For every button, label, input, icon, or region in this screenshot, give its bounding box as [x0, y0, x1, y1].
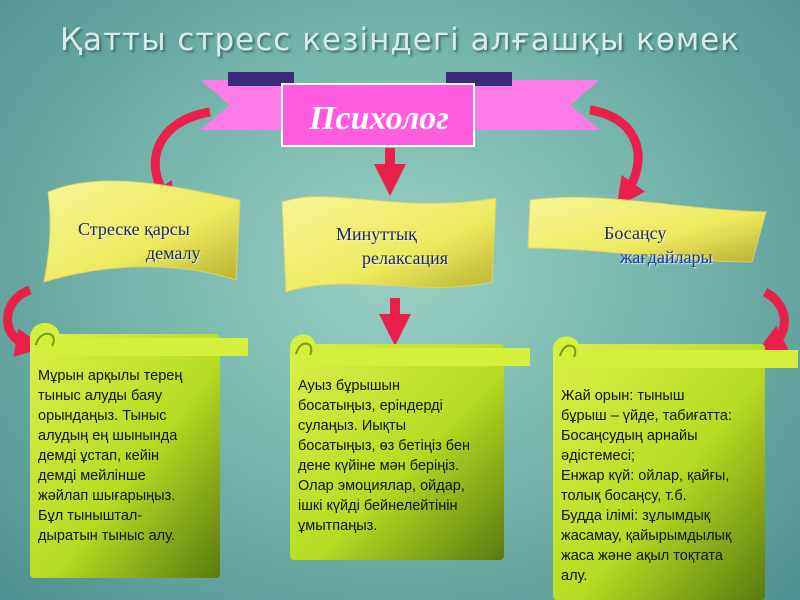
scroll-line: әдістемесі;	[561, 448, 636, 464]
flag-left-shape	[43, 180, 241, 283]
scroll-line: алудың ең шынында	[38, 428, 178, 444]
arrow-to-left-scroll	[3, 285, 45, 357]
flag-right-shape	[527, 196, 767, 263]
flag-left-line1: Стреске қарсы	[78, 219, 190, 239]
psychologist-banner	[200, 72, 600, 147]
flag-middle-line2: релаксация	[362, 248, 449, 268]
scroll-left-shape	[30, 323, 248, 578]
flag-middle-line1: Минуттық	[336, 224, 417, 244]
flag-right-text: Босаңсу жағдайлары	[604, 221, 754, 269]
scroll-line: Жай орын: тыныш	[561, 388, 685, 404]
scroll-line: сулаңыз. Иықты	[298, 418, 407, 434]
scroll-line: Мұрын арқылы терең	[38, 368, 183, 384]
scroll-middle-shape	[290, 334, 530, 560]
scroll-line: босатыңыз, өз бетіңіз бен	[298, 438, 471, 454]
scroll-middle-text: Ауыз бұрышын босатыңыз, еріндерді сулаңы…	[298, 376, 502, 536]
scroll-line: алу.	[561, 568, 588, 584]
arrow-to-right-scroll	[757, 288, 790, 352]
scroll-left-text: Мұрын арқылы терең тыныс алуды баяу орын…	[38, 366, 218, 546]
scroll-line: Будда ілімі: зұлымдық	[561, 508, 711, 524]
scroll-line: тыныс алуды баяу	[38, 388, 163, 404]
scroll-line: дыратын тыныс алу.	[38, 528, 175, 544]
scroll-line: Енжар күй: ойлар, қайғы,	[561, 468, 730, 484]
flag-middle-text: Минуттық релаксация	[336, 222, 496, 270]
scroll-line: ұмытпаңыз.	[298, 518, 378, 534]
banner-label: Психолог	[309, 100, 449, 137]
flag-right-line2: жағдайлары	[620, 247, 713, 267]
scroll-line: Босаңсудың арнайы	[561, 428, 698, 444]
scroll-line: дене күйіне мән беріңіз.	[298, 458, 460, 474]
scroll-line: ішкі күйді бейнелейтінін	[298, 498, 458, 514]
scroll-line: демді ұстап, кейін	[38, 448, 160, 464]
scroll-line: босатыңыз, еріндерді	[298, 398, 443, 414]
flag-left-line2: демалу	[146, 243, 201, 263]
flag-middle-shape	[281, 196, 497, 293]
scroll-line: жәйлап шығарыңыз.	[38, 488, 176, 504]
scroll-line: демді мейлінше	[38, 468, 146, 484]
scroll-line: Бұл тыныштал-	[38, 508, 143, 524]
scroll-line: толық босаңсу, т.б.	[561, 488, 687, 504]
scroll-right-text: Жай орын: тыныш бұрыш – үйде, табиғатта:…	[561, 386, 765, 586]
scroll-line: бұрыш – үйде, табиғатта:	[561, 408, 732, 424]
scroll-line: жаса және ақыл тоқтата	[561, 548, 723, 564]
flag-left-text: Стреске қарсы демалу	[78, 217, 228, 265]
scroll-line: Олар эмоциялар, ойдар,	[298, 478, 465, 494]
slide-title: Қатты стресс кезіндегі алғашқы көмек	[59, 22, 741, 58]
arrow-to-right-flag	[589, 105, 646, 207]
flag-right-line1: Босаңсу	[604, 223, 667, 243]
scroll-right-shape	[553, 336, 798, 600]
scroll-line: орындаңыз. Тыныс	[38, 408, 167, 424]
scroll-line: Ауыз бұрышын	[298, 378, 400, 394]
scroll-line: жасамау, қайырымдылық	[561, 528, 732, 544]
